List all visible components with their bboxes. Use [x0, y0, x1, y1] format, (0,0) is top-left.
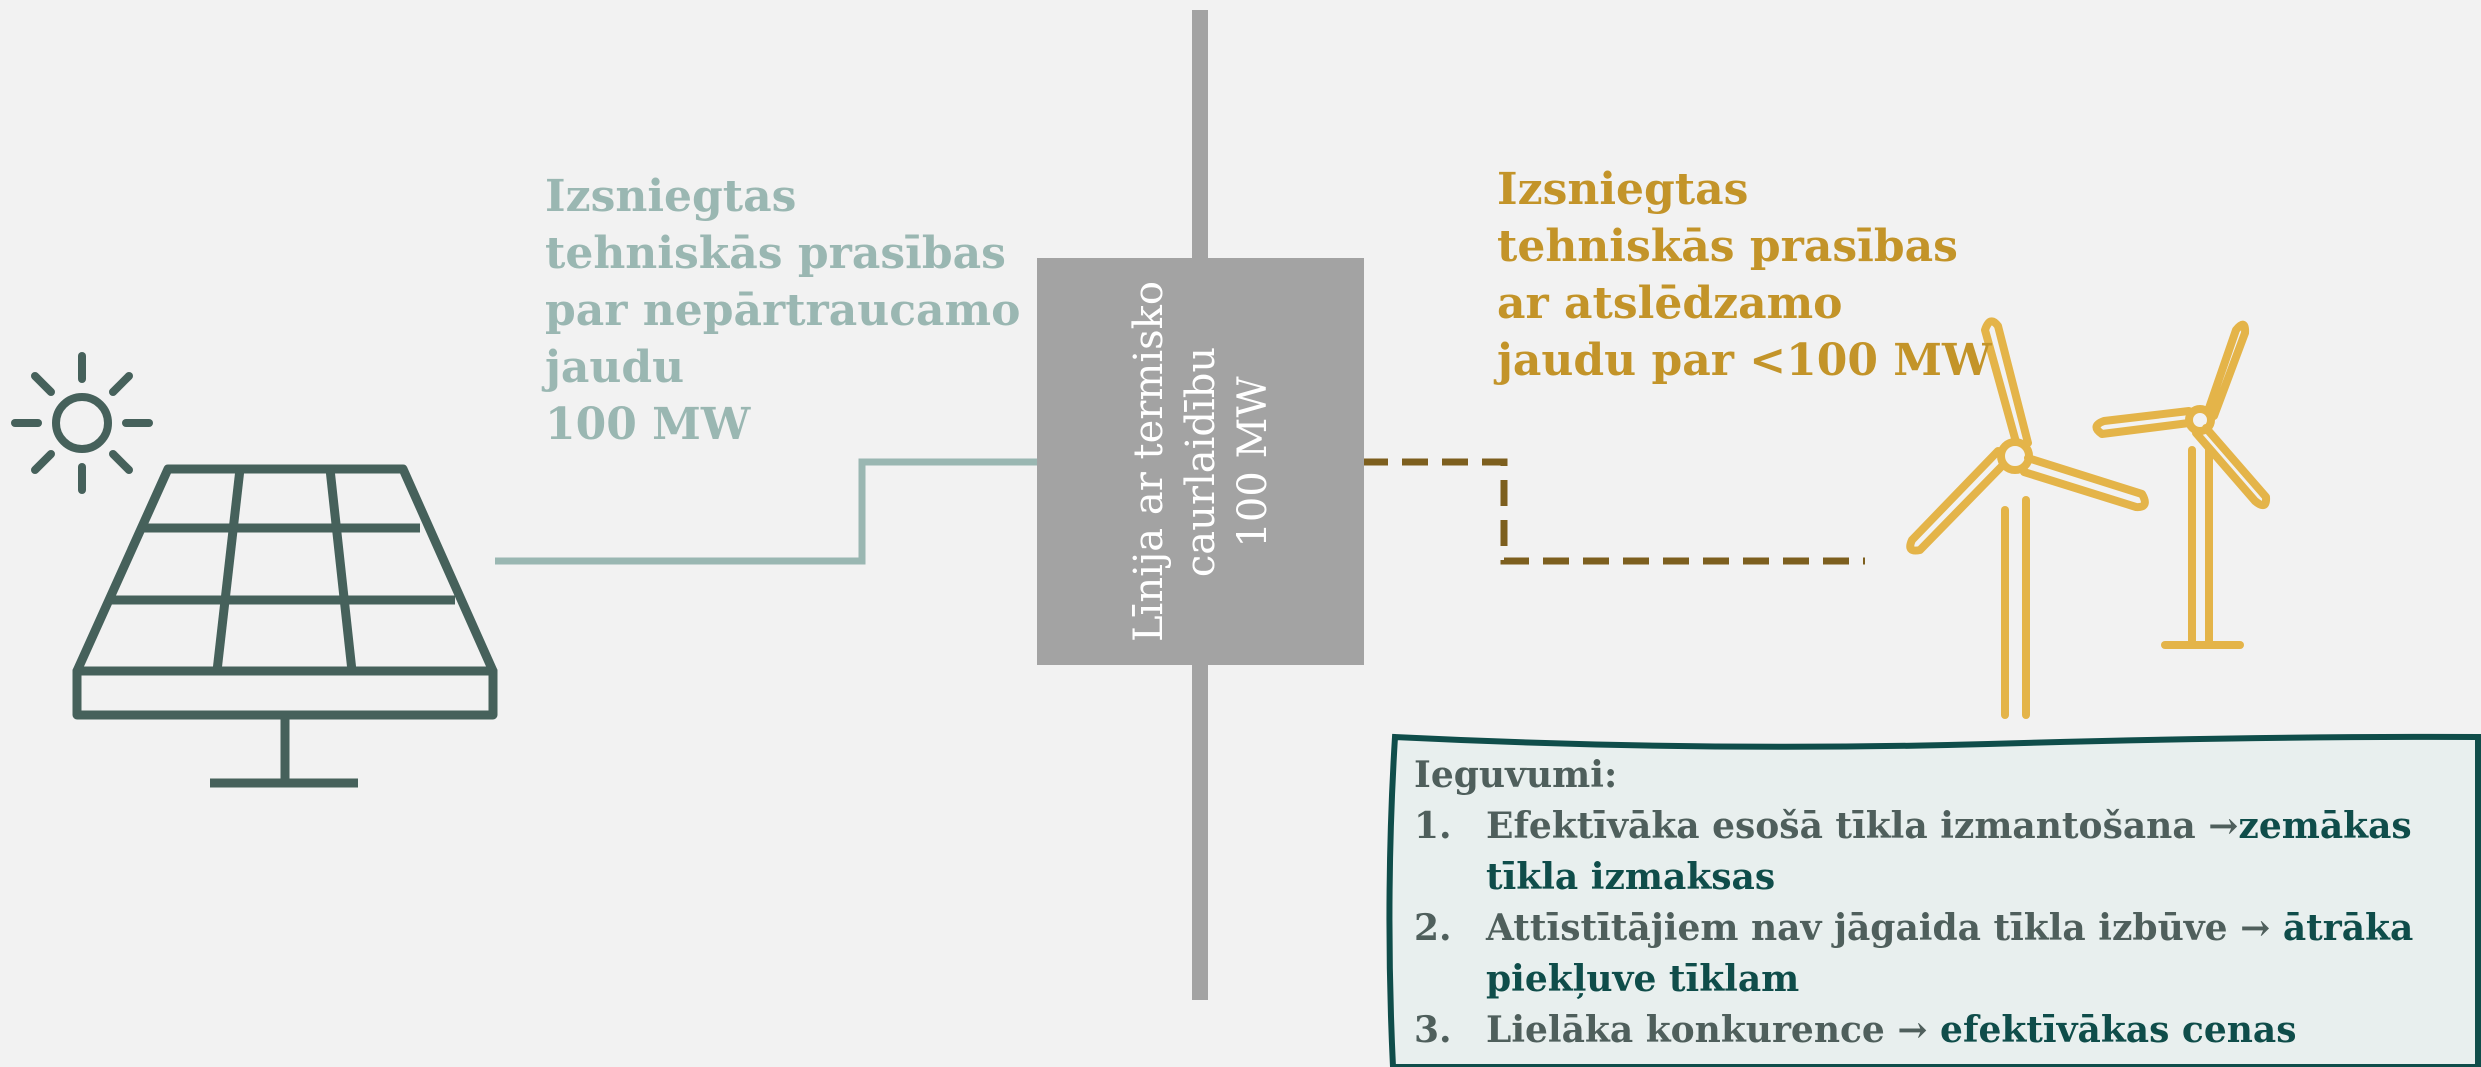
benefit-text: Attīstītājiem nav jāgaida tīkla izbūve → [1486, 907, 2283, 949]
solar-requirements-label: Izsniegtas tehniskās prasības par nepārt… [545, 168, 1020, 453]
benefits-list: 1. Efektīvāka esošā tīkla izmantošana →z… [1414, 801, 2454, 1056]
benefit-highlight: ātrāka piekļuve tīklam [1486, 907, 2414, 1000]
sun-icon [11, 352, 153, 494]
benefits-content: Ieguvumi: 1. Efektīvāka esošā tīkla izma… [1414, 750, 2454, 1056]
solar-label-line: tehniskās prasības [545, 228, 1006, 279]
transmission-line-box: Līnija ar termisko caurlaidību 100 MW [1037, 258, 1364, 665]
solar-label-line: par nepārtraucamo [545, 285, 1021, 336]
benefit-item: 3. Lielāka konkurence → efektīvākas cena… [1414, 1005, 2454, 1056]
wind-turbine-icon [1906, 317, 2149, 719]
wind-label-line: ar atslēdzamo [1497, 278, 1843, 329]
benefit-number: 3. [1414, 1009, 1452, 1051]
line-box-text-line: caurlaidību [1177, 346, 1224, 577]
benefit-item: 2. Attīstītājiem nav jāgaida tīkla izbūv… [1414, 903, 2454, 1005]
benefit-number: 1. [1414, 805, 1452, 847]
wind-label-line: tehniskās prasības [1497, 221, 1958, 272]
benefits-title: Ieguvumi: [1414, 754, 1618, 796]
wind-turbine-icon [2092, 320, 2271, 649]
solar-label-line: Izsniegtas [545, 171, 797, 222]
wind-connection-line [1362, 458, 1865, 565]
solar-label-line: 100 MW [545, 399, 751, 450]
wind-label-line: jaudu par <100 MW [1497, 335, 1992, 386]
line-box-text-line: Līnija ar termisko [1125, 280, 1172, 642]
solar-panel-icon [72, 464, 498, 788]
wind-requirements-label: Izsniegtas tehniskās prasības ar atslēdz… [1497, 161, 1991, 389]
benefit-item: 1. Efektīvāka esošā tīkla izmantošana →z… [1414, 801, 2454, 903]
benefit-highlight: efektīvākas cenas [1940, 1009, 2297, 1051]
wind-label-line: Izsniegtas [1497, 164, 1749, 215]
benefit-text: Lielāka konkurence → [1486, 1009, 1941, 1051]
benefit-text: Efektīvāka esošā tīkla izmantošana → [1486, 805, 2239, 847]
benefit-highlight: zemākas tīkla izmaksas [1486, 805, 2412, 898]
line-box-text-line: 100 MW [1229, 375, 1276, 548]
solar-label-line: jaudu [545, 342, 685, 393]
benefit-number: 2. [1414, 907, 1452, 949]
transmission-line-label: Līnija ar termisko caurlaidību 100 MW [1123, 280, 1279, 642]
benefits-box [1386, 733, 2481, 1067]
solar-connection-line [495, 458, 1040, 565]
